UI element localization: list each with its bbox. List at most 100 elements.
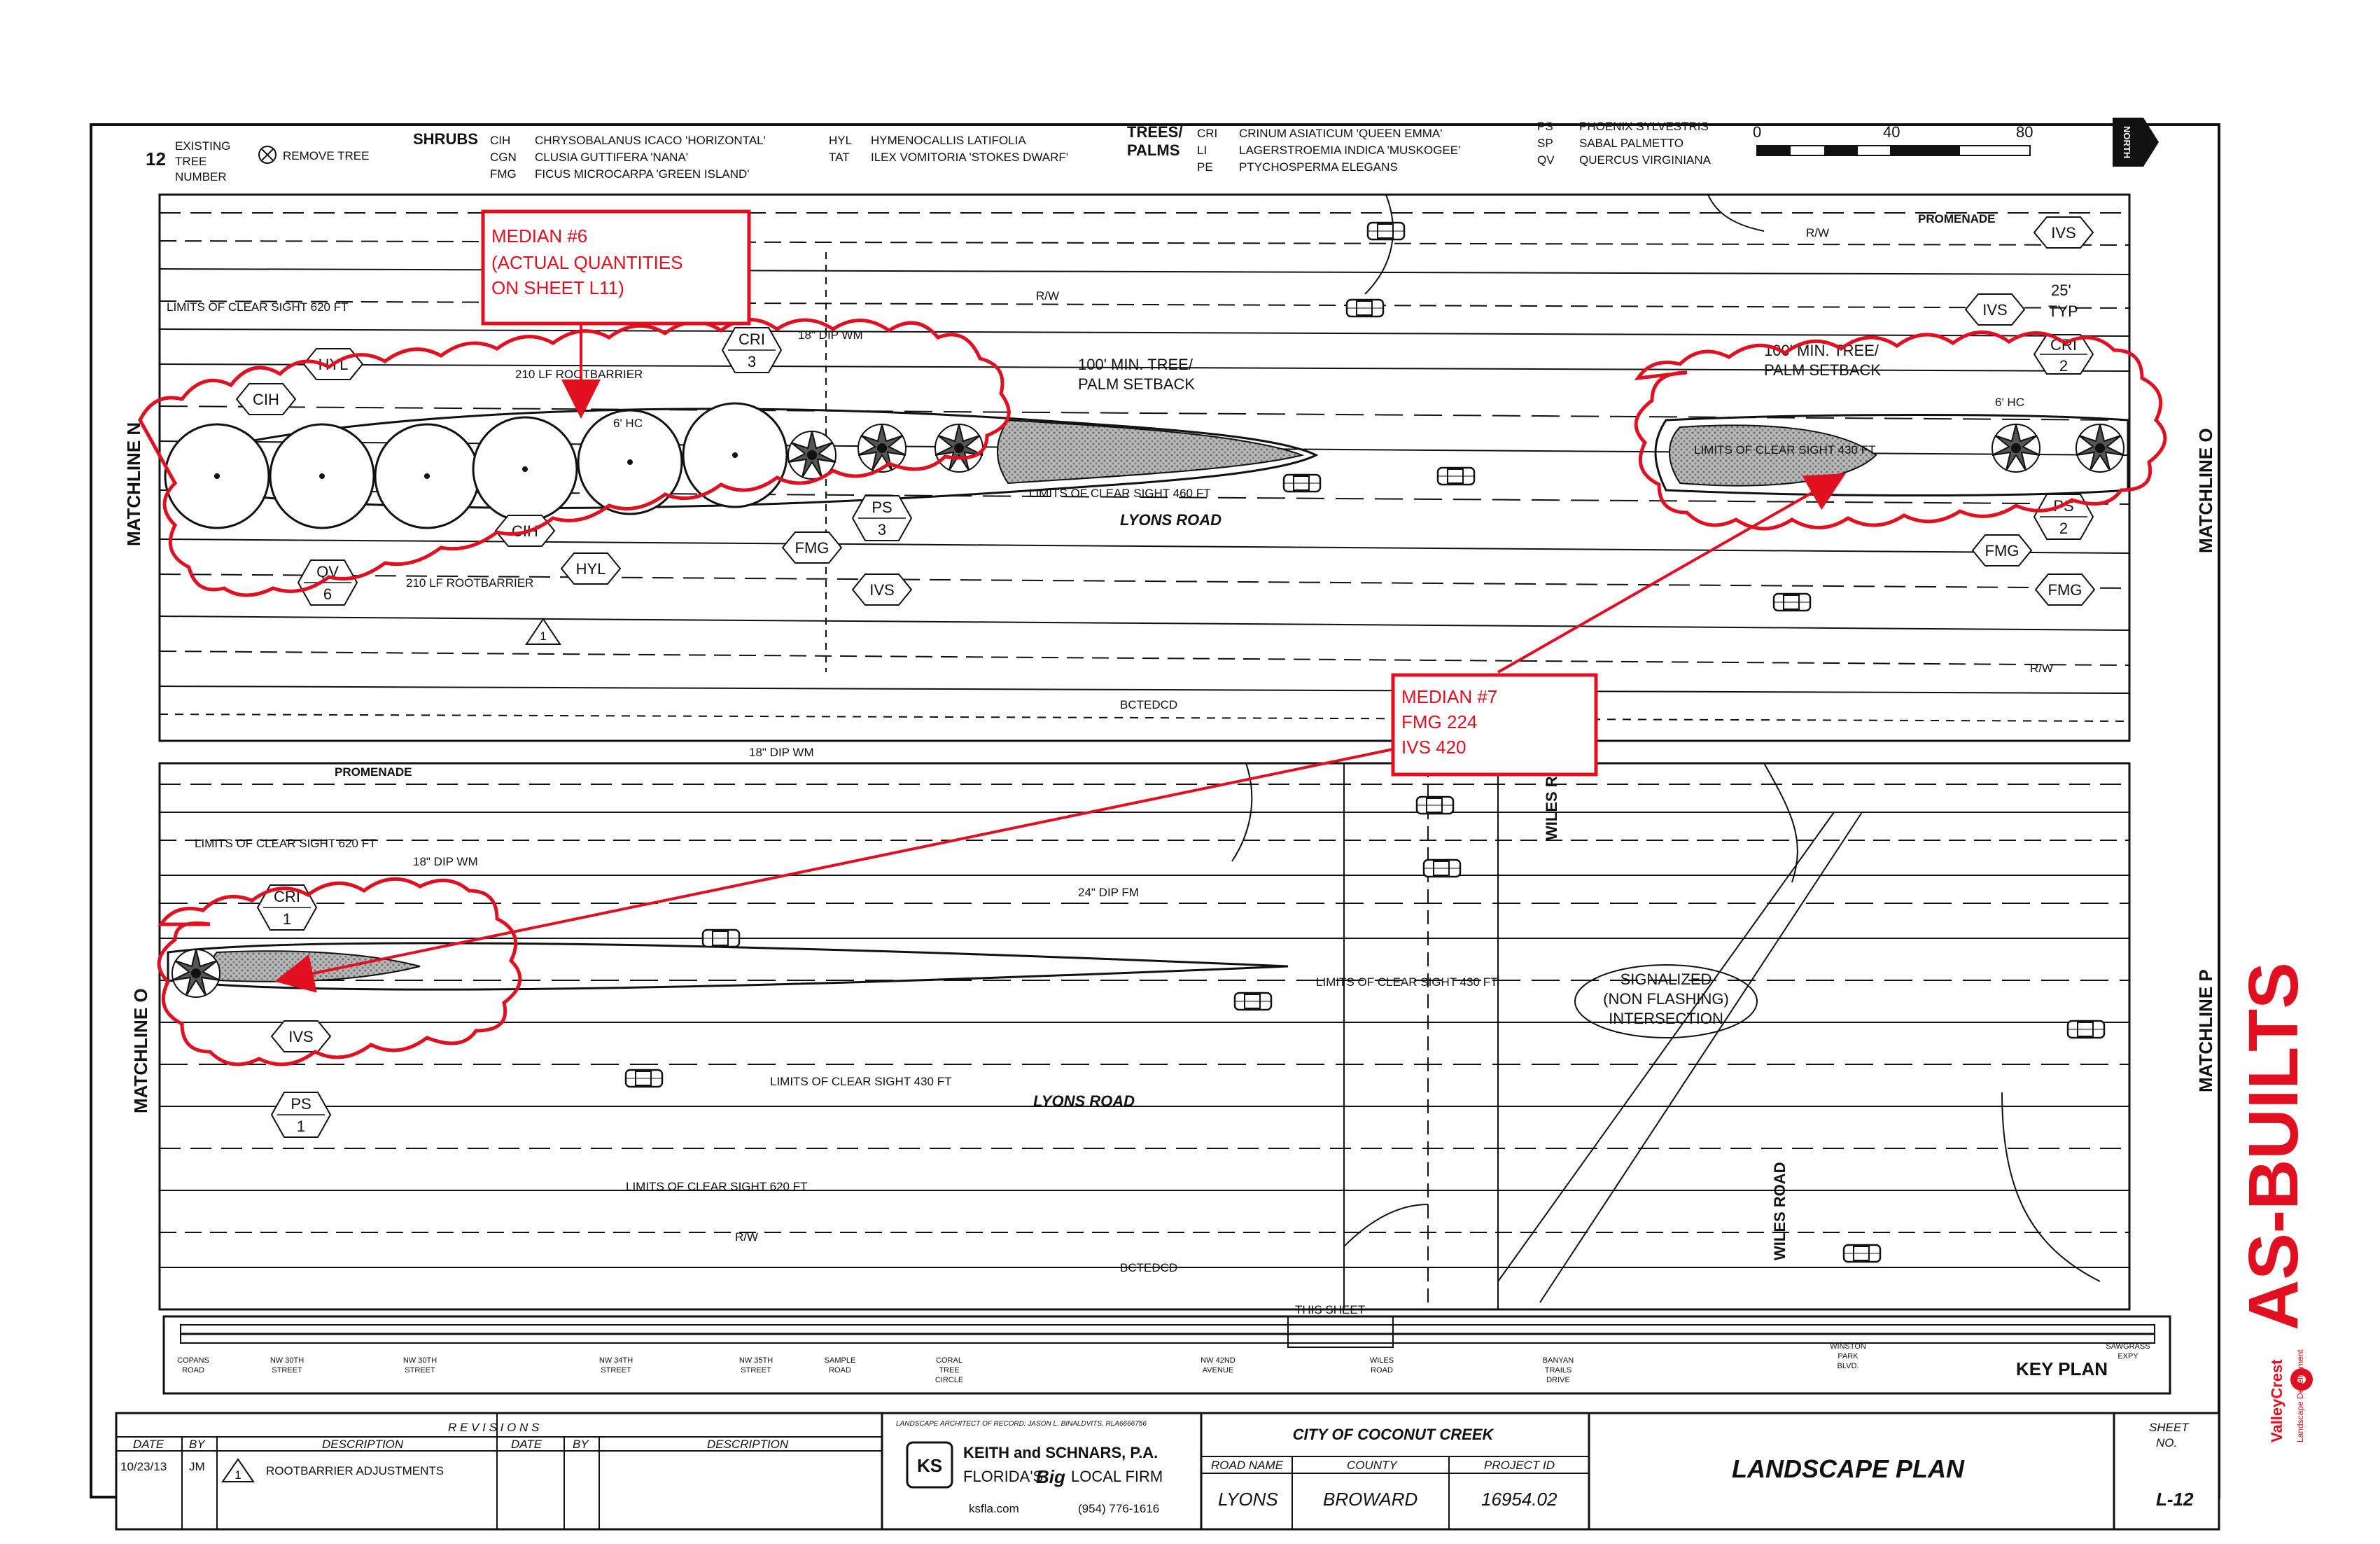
svg-text:CIH: CIH (253, 391, 279, 408)
shrub-code-3: FMG (490, 167, 517, 181)
scale-bar: 0 40 80 (1753, 123, 2033, 156)
median-7-island-top (1654, 414, 2129, 496)
hc-label-2: 6' HC (1995, 396, 2024, 409)
existing-tree-label-2: TREE (175, 155, 206, 168)
north-label: NORTH (2122, 126, 2132, 158)
svg-text:PROJECT ID: PROJECT ID (1484, 1459, 1555, 1472)
as-builts-stamp: AS-BUILTS ValleyCrest Landscape Developm… (2234, 962, 2313, 1442)
car-4 (1772, 592, 1812, 612)
tree-code-3: PE (1197, 160, 1213, 174)
svg-text:MEDIAN #7: MEDIAN #7 (1401, 686, 1497, 707)
bctedcd-label-top: BCTEDCD (1120, 698, 1177, 711)
shrub-code-5: TAT (829, 151, 850, 164)
key-plan-title: KEY PLAN (2016, 1358, 2108, 1379)
svg-text:ON SHEET L11): ON SHEET L11) (491, 277, 624, 298)
sheet-title: LANDSCAPE PLAN (1732, 1454, 1965, 1483)
car-9 (1233, 992, 1273, 1011)
svg-text:TREE: TREE (939, 1366, 959, 1375)
svg-text:BANYAN: BANYAN (1543, 1356, 1574, 1365)
svg-text:NW 35TH: NW 35TH (739, 1356, 773, 1365)
tag-ps-1: PS 1 (270, 1092, 332, 1138)
svg-text:SIGNALIZED: SIGNALIZED (1620, 971, 1712, 988)
svg-text:WINSTON: WINSTON (1830, 1342, 1866, 1351)
car-6 (1415, 795, 1455, 815)
revision-cloud-median7-bottom (157, 877, 522, 1066)
clear-sight-620-bottom-2: LIMITS OF CLEAR SIGHT 620 FT (626, 1180, 807, 1193)
north-arrow-icon: NORTH (2113, 118, 2159, 167)
svg-text:(ACTUAL QUANTITIES: (ACTUAL QUANTITIES (491, 252, 683, 273)
svg-text:IVS: IVS (869, 581, 894, 599)
revision-cloud-median7-top (1634, 331, 2167, 531)
car-5 (1366, 221, 1406, 241)
svg-text:IVS: IVS (1982, 301, 2007, 319)
svg-text:CRI: CRI (738, 331, 765, 348)
svg-text:KS: KS (917, 1455, 942, 1476)
svg-text:STREET: STREET (601, 1366, 631, 1375)
tree-name-5: SABAL PALMETTO (1579, 137, 1684, 150)
clear-sight-430-bottom-1: LIMITS OF CLEAR SIGHT 430 FT (1316, 975, 1497, 989)
palm-2 (858, 424, 906, 473)
tag-ps-3: PS 3 (851, 495, 913, 541)
tag-ivs-2: IVS (2033, 216, 2094, 249)
svg-text:COPANS: COPANS (177, 1356, 209, 1365)
car-8 (701, 929, 741, 948)
palm-5 (2076, 424, 2124, 473)
tag-cih-1: CIH (235, 383, 297, 415)
car-2 (1282, 473, 1322, 493)
svg-text:TRAILS: TRAILS (1545, 1366, 1572, 1375)
scale-40: 40 (1883, 123, 1900, 141)
svg-text:3: 3 (878, 521, 886, 538)
shrub-name-5: ILEX VOMITORIA 'STOKES DWARF' (871, 151, 1068, 164)
bctedcd-label-bottom: BCTEDCD (1120, 1261, 1177, 1274)
clear-sight-460-label: LIMITS OF CLEAR SIGHT 460 FT (1029, 487, 1210, 500)
oak-tree-2 (269, 423, 375, 529)
svg-text:1: 1 (540, 630, 546, 643)
shrubs-heading: SHRUBS (413, 130, 478, 148)
svg-text:FMG 224: FMG 224 (1401, 711, 1477, 732)
car-12 (1842, 1244, 1882, 1263)
tree-name-2: LAGERSTROEMIA INDICA 'MUSKOGEE' (1239, 144, 1460, 157)
shrub-name-1: CHRYSOBALANUS ICACO 'HORIZONTAL' (535, 134, 766, 147)
tag-ivs-4: IVS (270, 1020, 332, 1052)
svg-text:LOCAL FIRM: LOCAL FIRM (1071, 1468, 1163, 1485)
force-main-label: 24" DIP FM (1078, 886, 1139, 899)
oak-tree-3 (374, 423, 480, 529)
svg-text:BLVD.: BLVD. (1837, 1362, 1859, 1370)
tag-fmg-2: FMG (1971, 534, 2033, 566)
car-3 (1436, 466, 1476, 486)
svg-text:INTERSECTION: INTERSECTION (1609, 1010, 1723, 1027)
matchline-o-top: MATCHLINE O (2195, 428, 2216, 553)
firm-name: KEITH and SCHNARS, P.A. (963, 1444, 1158, 1461)
clear-sight-620-bottom-1: LIMITS OF CLEAR SIGHT 620 FT (195, 837, 376, 850)
svg-text:ValleyCrest: ValleyCrest (2268, 1359, 2286, 1442)
svg-text:Big: Big (1036, 1466, 1065, 1487)
svg-text:BY: BY (573, 1438, 589, 1451)
oak-tree-4 (472, 416, 578, 522)
firm-logo: KS (906, 1441, 953, 1489)
revision-date: 10/23/13 (120, 1460, 167, 1473)
water-main-label-b1: 18" DIP WM (749, 746, 814, 759)
svg-text:STREET: STREET (272, 1366, 302, 1375)
svg-text:FMG: FMG (2048, 581, 2082, 599)
tree-code-1: CRI (1197, 127, 1217, 140)
rw-label-1: R/W (1806, 226, 1829, 239)
tree-code-5: SP (1537, 137, 1553, 150)
promenade-label-bottom: PROMENADE (335, 765, 412, 779)
cross-road-label-2: WILES ROAD (1771, 1162, 1788, 1260)
architect-of-record: LANDSCAPE ARCHITECT OF RECORD: JASON L. … (896, 1420, 1147, 1428)
tree-name-6: QUERCUS VIRGINIANA (1579, 153, 1712, 167)
svg-text:PS: PS (872, 499, 892, 516)
svg-text:PARK: PARK (1837, 1352, 1858, 1361)
callout-median7: MEDIAN #7 FMG 224 IVS 420 (274, 473, 1846, 993)
svg-text:IVS 420: IVS 420 (1401, 737, 1466, 758)
setback-label-2b: PALM SETBACK (1764, 361, 1881, 379)
callout-median6: MEDIAN #6 (ACTUAL QUANTITIES ON SHEET L1… (481, 209, 751, 419)
matchline-p: MATCHLINE P (2195, 969, 2216, 1092)
tree-name-1: CRINUM ASIATICUM 'QUEEN EMMA' (1239, 127, 1442, 140)
flower-logo-icon (2290, 1368, 2313, 1391)
matchline-n: MATCHLINE N (123, 422, 144, 546)
svg-text:CIRCLE: CIRCLE (935, 1376, 963, 1384)
shrub-name-2: CLUSIA GUTTIFERA 'NANA' (535, 151, 688, 164)
